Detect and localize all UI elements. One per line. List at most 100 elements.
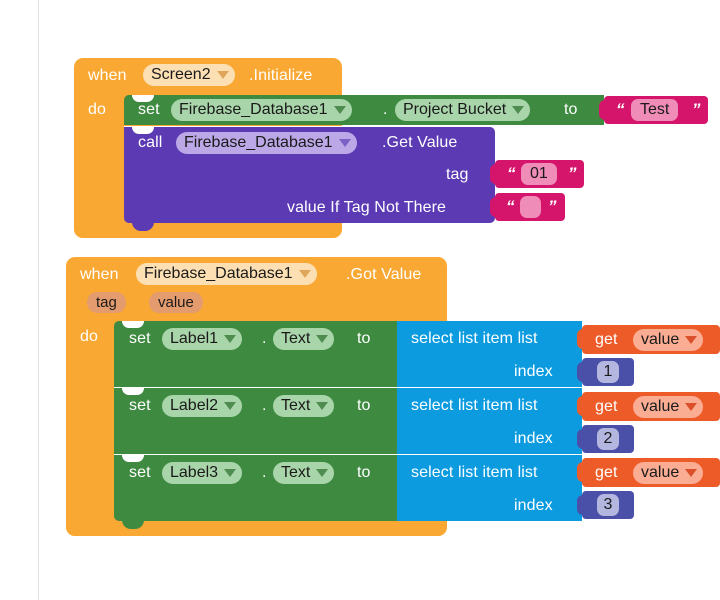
dropdown-label: Text	[281, 464, 311, 481]
close-quote: ”	[692, 100, 701, 119]
event-name-label: .Initialize	[249, 67, 313, 84]
plug-icon	[490, 164, 499, 184]
text-block-empty[interactable]: “ ”	[490, 193, 565, 221]
number-block-1[interactable]: 1	[577, 358, 634, 386]
component-dropdown-firebase-event[interactable]: Firebase_Database1	[136, 263, 317, 285]
get-variable-block-value-3[interactable]: get value	[577, 458, 720, 487]
do-keyword: do	[80, 328, 98, 345]
get-variable-block-value-1[interactable]: get value	[577, 325, 720, 354]
event-param-tag[interactable]: tag	[87, 292, 126, 313]
index-label: index	[514, 430, 553, 447]
dot-separator: .	[262, 330, 267, 347]
when-keyword: when	[88, 67, 127, 84]
index-label: index	[514, 497, 553, 514]
dropdown-label: Text	[281, 397, 311, 414]
statement-separator	[397, 454, 582, 455]
component-dropdown-firebase-call[interactable]: Firebase_Database1	[176, 132, 357, 154]
dropdown-label: Label3	[170, 464, 219, 481]
number-value: 3	[603, 496, 613, 513]
statement-notch-top-icon	[132, 95, 154, 102]
variable-dropdown-value[interactable]: value	[633, 396, 704, 418]
component-dropdown-label3[interactable]: Label3	[162, 462, 243, 484]
select-list-item-block-1[interactable]: select list item list index	[397, 321, 582, 387]
dropdown-label: Label1	[170, 330, 219, 347]
statement-notch-top-icon	[132, 127, 154, 134]
call-block-get-value[interactable]: call Firebase_Database1 .Get Value tag v…	[124, 127, 495, 231]
set-keyword: set	[129, 330, 151, 347]
select-list-item-title: select list item list	[411, 330, 538, 347]
variable-dropdown-value[interactable]: value	[633, 462, 704, 484]
component-dropdown-firebase[interactable]: Firebase_Database1	[171, 99, 352, 121]
value-socket	[391, 396, 400, 416]
select-list-item-block-3[interactable]: select list item list index	[397, 455, 582, 521]
statement-separator	[124, 126, 495, 127]
statement-separator	[114, 454, 400, 455]
chevron-down-icon	[316, 402, 329, 410]
text-value: Test	[640, 101, 670, 118]
to-keyword: to	[357, 397, 371, 414]
value-socket	[391, 329, 400, 349]
text-value-field[interactable]	[520, 196, 541, 218]
select-list-item-block-2[interactable]: select list item list index	[397, 388, 582, 454]
dropdown-label: Firebase_Database1	[144, 265, 293, 282]
dropdown-label: Screen2	[151, 66, 211, 83]
plug-icon	[490, 197, 499, 217]
text-value-field[interactable]: 01	[521, 163, 557, 185]
close-quote: ”	[568, 164, 577, 183]
number-value: 1	[603, 363, 613, 380]
text-value-field[interactable]: Test	[631, 99, 679, 121]
open-quote: “	[506, 197, 515, 216]
number-value-field[interactable]: 1	[597, 361, 619, 383]
setter-block-label1-text[interactable]: set Label1 . Text to	[114, 321, 400, 387]
get-variable-block-value-2[interactable]: get value	[577, 392, 720, 421]
to-keyword: to	[357, 464, 371, 481]
property-dropdown-text[interactable]: Text	[273, 395, 335, 417]
statement-notch-top-icon	[122, 388, 144, 395]
component-dropdown-label1[interactable]: Label1	[162, 328, 243, 350]
chevron-down-icon	[685, 469, 698, 477]
variable-dropdown-value[interactable]: value	[633, 329, 704, 351]
plug-icon	[599, 100, 608, 120]
statement-notch-top-icon	[122, 321, 144, 328]
value-socket	[391, 463, 400, 483]
plug-icon	[577, 329, 586, 349]
number-value-field[interactable]: 3	[597, 494, 619, 516]
number-value-field[interactable]: 2	[597, 428, 619, 450]
number-block-3[interactable]: 3	[577, 491, 634, 519]
dropdown-label: value	[641, 464, 680, 481]
open-quote: “	[616, 100, 625, 119]
statement-notch-bottom-icon	[122, 520, 144, 529]
to-keyword: to	[357, 330, 371, 347]
select-list-item-title: select list item list	[411, 464, 538, 481]
component-dropdown-label2[interactable]: Label2	[162, 395, 243, 417]
arg-label-value-if-tag-not-there: value If Tag Not There	[287, 199, 447, 216]
event-param-value[interactable]: value	[149, 292, 203, 313]
property-dropdown-text[interactable]: Text	[273, 462, 335, 484]
setter-block-label2-text[interactable]: set Label2 . Text to	[114, 388, 400, 454]
chevron-down-icon	[298, 270, 311, 278]
chevron-down-icon	[224, 469, 237, 477]
property-dropdown-text[interactable]: Text	[273, 328, 335, 350]
dropdown-label: Label2	[170, 397, 219, 414]
arg-label-tag: tag	[446, 166, 469, 183]
to-keyword: to	[564, 101, 578, 118]
text-block-test[interactable]: “ Test ”	[599, 96, 708, 124]
statement-notch-top-icon	[122, 455, 144, 462]
plug-icon	[577, 462, 586, 482]
chevron-down-icon	[224, 402, 237, 410]
do-keyword: do	[88, 101, 106, 118]
chevron-down-icon	[512, 106, 525, 114]
plug-icon	[577, 429, 586, 449]
property-dropdown-project-bucket[interactable]: Project Bucket	[395, 99, 531, 121]
component-dropdown-screen2[interactable]: Screen2	[143, 64, 235, 86]
set-keyword: set	[129, 464, 151, 481]
text-block-01[interactable]: “ 01 ”	[490, 160, 584, 188]
setter-block-label3-text[interactable]: set Label3 . Text to	[114, 455, 400, 529]
number-block-2[interactable]: 2	[577, 425, 634, 453]
setter-block-project-bucket[interactable]: set Firebase_Database1 . Project Bucket …	[124, 95, 604, 125]
method-name-label: .Get Value	[382, 134, 458, 151]
call-keyword: call	[138, 134, 163, 151]
when-keyword: when	[80, 266, 119, 283]
dot-separator: .	[383, 101, 388, 118]
